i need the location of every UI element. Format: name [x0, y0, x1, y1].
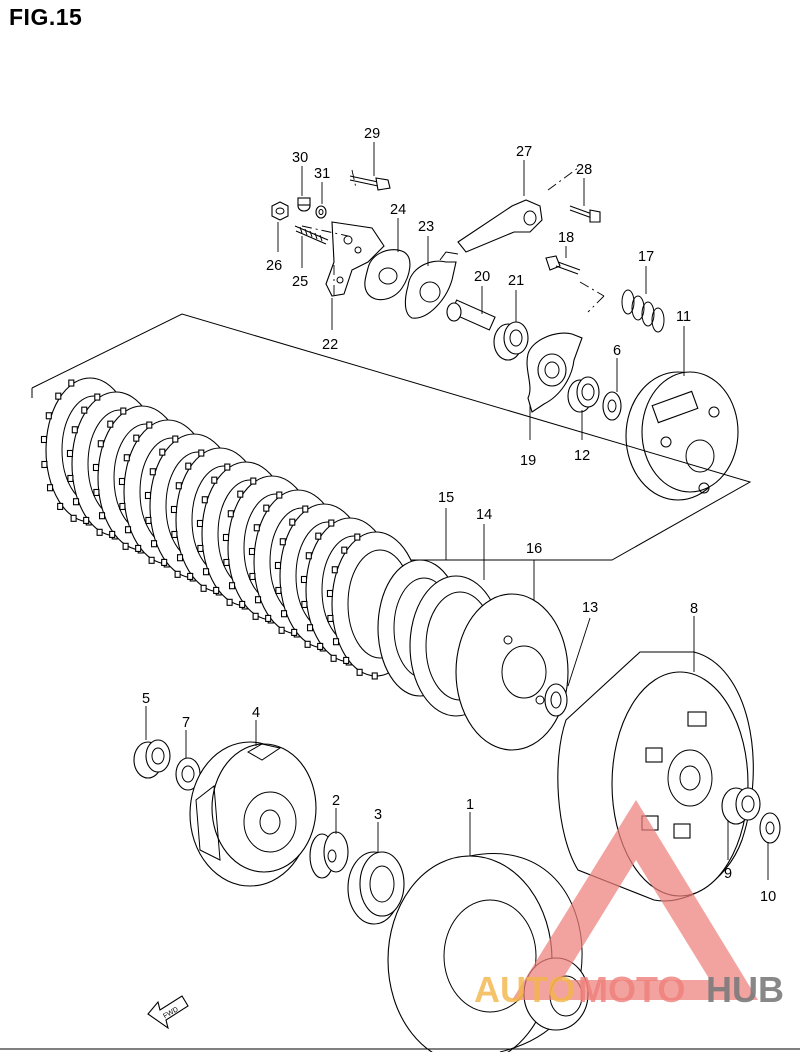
callout-31: 31: [314, 166, 330, 182]
callout-20: 20: [474, 269, 490, 285]
plate-set-outline: [31, 313, 752, 561]
release-mechanism-group: [271, 175, 739, 501]
callout-7: 7: [182, 715, 190, 731]
bolt-part-18: [545, 255, 581, 275]
callout-3: 3: [374, 807, 382, 823]
callout-30: 30: [292, 150, 308, 166]
callout-16: 16: [526, 541, 542, 557]
callout-14: 14: [476, 507, 492, 523]
watermark-text-moto: MOTO: [578, 969, 685, 1010]
release-plate-part-19: [526, 332, 583, 413]
callout-21: 21: [508, 273, 524, 289]
watermark-triangle: [512, 800, 758, 1000]
washer-part-6: [602, 391, 622, 421]
clutch-housing-part-8: [557, 651, 754, 902]
callout-2: 2: [332, 793, 340, 809]
callout-18: 18: [558, 230, 574, 246]
washer-part-13: [544, 683, 568, 717]
callout-10: 10: [760, 889, 776, 905]
release-arm-part-27: [457, 199, 543, 253]
callout-25: 25: [292, 274, 308, 290]
washer-part-31: [315, 205, 327, 219]
stud-part-25: [294, 225, 329, 245]
spacer-part-9: [721, 787, 761, 825]
callout-8: 8: [690, 601, 698, 617]
bolt-part-28: [569, 205, 601, 223]
watermark: AUTO MOTO HUB: [474, 800, 784, 1010]
callout-1: 1: [466, 797, 474, 813]
callout-9: 9: [724, 866, 732, 882]
one-way-clutch-part-3: [347, 851, 405, 925]
lifter-shaft-part-20: [446, 299, 496, 331]
spring-part-17: [621, 289, 665, 333]
callout-5: 5: [142, 691, 150, 707]
washer-part-10: [759, 812, 781, 844]
callout-6: 6: [613, 343, 621, 359]
bolt-part-29: [349, 175, 391, 191]
callout-17: 17: [638, 249, 654, 265]
cap-nut-part-30: [297, 197, 311, 212]
callout-23: 23: [418, 219, 434, 235]
callout-22: 22: [322, 337, 338, 353]
figure-title: FIG.15: [9, 4, 83, 30]
gasket-part-24: [364, 249, 411, 301]
plate-stack: [40, 377, 421, 680]
callout-26: 26: [266, 258, 282, 274]
callout-4: 4: [252, 705, 260, 721]
bushing-part-2: [309, 831, 349, 879]
callout-15: 15: [438, 490, 454, 506]
callout-11: 11: [676, 309, 691, 325]
nut-part-26: [271, 201, 289, 221]
judder-spring-seat-part-16: [455, 593, 569, 751]
pressure-plate-part-11: [625, 371, 739, 501]
callout-labels: 1 2 3 4 5 6 7 8 9 10 11 12 13 14 15 16 1: [142, 126, 776, 905]
oil-seal-part-5: [133, 739, 171, 779]
forward-direction-arrow: FWD: [147, 995, 189, 1030]
clutch-shoe-assembly-part-4: [189, 741, 317, 887]
watermark-text-hub: HUB: [706, 969, 784, 1010]
bearing-part-12: [567, 376, 600, 413]
callout-12: 12: [574, 448, 590, 464]
callout-28: 28: [576, 162, 592, 178]
lifter-cam-part-23: [404, 251, 459, 319]
callout-19: 19: [520, 453, 536, 469]
callout-29: 29: [364, 126, 380, 142]
center-lines: [301, 167, 605, 313]
bearing-part-21: [493, 321, 529, 361]
callout-24: 24: [390, 202, 406, 218]
callout-13: 13: [582, 600, 598, 616]
watermark-text-auto: AUTO: [474, 969, 575, 1010]
callout-27: 27: [516, 144, 532, 160]
